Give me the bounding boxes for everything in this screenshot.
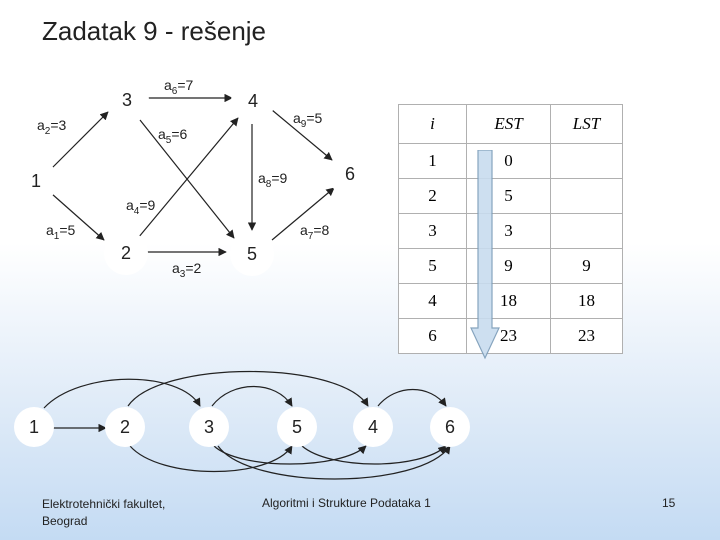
cell-i: 6 xyxy=(398,318,467,354)
order-arc-2-5 xyxy=(129,445,293,473)
edge-label-a8: a8=9 xyxy=(258,170,288,190)
table-row: 4 18 18 xyxy=(398,283,623,319)
cell-i: 4 xyxy=(398,283,467,319)
cell-lst: 23 xyxy=(550,318,623,354)
edge-5-6 xyxy=(271,187,335,241)
cell-lst xyxy=(550,178,623,214)
footer-institution-line2: Beograd xyxy=(42,514,88,528)
edge-label-a1: a1=5 xyxy=(46,222,76,242)
node-5: 5 xyxy=(230,232,274,276)
node-5-label: 5 xyxy=(247,244,257,264)
footer-course: Algoritmi i Strukture Podataka 1 xyxy=(262,496,431,510)
est-lst-table: i EST LST 1 0 2 5 3 3 5 9 9 4 18 18 xyxy=(398,104,623,354)
slide-title: Zadatak 9 - rešenje xyxy=(42,16,267,46)
order-node-5: 5 xyxy=(277,407,317,447)
node-1-label: 1 xyxy=(31,171,41,191)
node-4-label: 4 xyxy=(248,91,258,111)
cell-i: 3 xyxy=(398,213,467,249)
order-arc-3-4 xyxy=(213,445,367,465)
edge-label-a5: a5=6 xyxy=(158,126,188,146)
node-4: 4 xyxy=(231,79,275,123)
order-arc-1-3 xyxy=(43,378,201,409)
cell-lst: 9 xyxy=(550,248,623,284)
cell-i: 5 xyxy=(398,248,467,284)
cell-i: 1 xyxy=(398,143,467,179)
edge-4-6 xyxy=(271,109,333,161)
table-row: 5 9 9 xyxy=(398,248,623,284)
order-node-5-label: 5 xyxy=(292,417,302,437)
node-3: 3 xyxy=(105,78,149,122)
edge-label-a2: a2=3 xyxy=(37,117,67,137)
down-arrow-icon xyxy=(470,150,500,360)
order-node-2-label: 2 xyxy=(120,417,130,437)
cell-i: 2 xyxy=(398,178,467,214)
order-arc-3-5 xyxy=(211,386,293,407)
edge-label-a7: a7=8 xyxy=(300,222,330,242)
edge-label-a3: a3=2 xyxy=(172,260,202,280)
node-2: 2 xyxy=(104,231,148,275)
cell-lst: 18 xyxy=(550,283,623,319)
table-row: 2 5 xyxy=(398,178,623,214)
order-node-4: 4 xyxy=(353,407,393,447)
order-node-6-label: 6 xyxy=(445,417,455,437)
table-row: 1 0 xyxy=(398,143,623,179)
edge-2-4 xyxy=(137,117,239,239)
order-arc-5-6 xyxy=(301,445,447,465)
footer-institution: Elektrotehnički fakultet, Beograd xyxy=(42,496,222,530)
order-node-4-label: 4 xyxy=(368,417,378,437)
header-i: i xyxy=(398,104,467,144)
node-6-label: 6 xyxy=(345,164,355,184)
node-3-label: 3 xyxy=(122,90,132,110)
node-2-label: 2 xyxy=(121,243,131,263)
order-node-3: 3 xyxy=(189,407,229,447)
node-1: 1 xyxy=(14,159,58,203)
order-arc-3-6 xyxy=(217,445,451,480)
header-lst: LST xyxy=(550,104,623,144)
table-header-row: i EST LST xyxy=(398,104,623,144)
edge-label-a4: a4=9 xyxy=(126,197,156,217)
cell-lst xyxy=(550,213,623,249)
footer-institution-line1: Elektrotehnički fakultet, xyxy=(42,497,166,511)
order-node-2: 2 xyxy=(105,407,145,447)
order-arc-4-6 xyxy=(377,388,447,407)
order-node-6: 6 xyxy=(430,407,470,447)
edge-1-3 xyxy=(51,111,109,169)
edge-label-a6: a6=7 xyxy=(164,77,194,97)
edge-label-a9: a9=5 xyxy=(293,110,323,130)
order-node-3-label: 3 xyxy=(204,417,214,437)
table-row: 3 3 xyxy=(398,213,623,249)
table-row: 6 23 23 xyxy=(398,318,623,354)
order-node-1: 1 xyxy=(14,407,54,447)
header-est: EST xyxy=(466,104,551,144)
order-node-1-label: 1 xyxy=(29,417,39,437)
node-6: 6 xyxy=(328,152,372,196)
edge-1-2 xyxy=(51,193,105,241)
page-number: 15 xyxy=(662,496,676,510)
order-arc-2-4 xyxy=(127,370,369,407)
cell-lst xyxy=(550,143,623,179)
